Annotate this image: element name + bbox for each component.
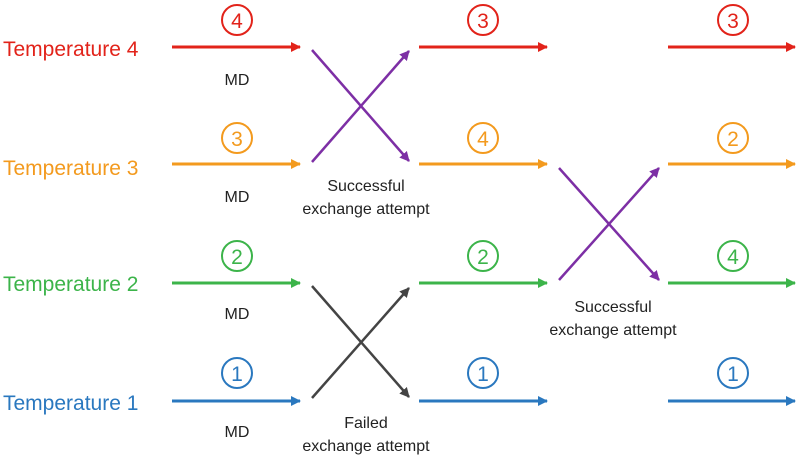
temperature-4-label: Temperature 4 [3, 38, 139, 61]
replica-4-circle [221, 4, 253, 36]
exchange-arrow [311, 50, 410, 163]
exchange-3-text-line2: exchange attempt [549, 322, 677, 339]
exchange-1-cross [311, 49, 410, 163]
replica-3-circle [717, 4, 749, 36]
column-3: 3 2 4 1 [668, 4, 796, 406]
exchange-2-text-line2: exchange attempt [302, 438, 430, 455]
replica-1-circle [717, 357, 749, 389]
replica-4-circle [717, 240, 749, 272]
exchange-1-text-line1: Successful [327, 178, 404, 195]
exchange-2-cross [311, 285, 410, 399]
replica-number: 4 [727, 246, 739, 269]
replica-2-circle [467, 240, 499, 272]
replica-4-circle [467, 122, 499, 154]
exchange-3-text-line1: Successful [574, 299, 651, 316]
replica-number: 2 [727, 128, 739, 151]
replica-number: 1 [477, 363, 489, 386]
exchange-3-cross [558, 167, 660, 281]
exchange-1-text-line2: exchange attempt [302, 201, 430, 218]
md-label: MD [225, 306, 250, 323]
replica-1-circle [221, 357, 253, 389]
replica-number: 3 [231, 128, 243, 151]
md-label: MD [225, 72, 250, 89]
replica-number: 2 [477, 246, 489, 269]
replica-number: 1 [727, 363, 739, 386]
column-1: 4 3 2 1 [172, 4, 301, 406]
temperature-3-label: Temperature 3 [3, 157, 138, 180]
md-label: MD [225, 424, 250, 441]
replica-number: 3 [727, 10, 739, 33]
temperature-1-label: Temperature 1 [3, 392, 138, 415]
exchange-arrow [558, 167, 660, 281]
replica-number: 3 [477, 10, 489, 33]
replica-2-circle [717, 122, 749, 154]
replica-number: 4 [231, 10, 243, 33]
exchange-arrow [311, 287, 410, 399]
replica-1-circle [467, 357, 499, 389]
replica-number: 2 [231, 246, 243, 269]
md-label: MD [225, 189, 250, 206]
temperature-2-label: Temperature 2 [3, 273, 138, 296]
replica-3-circle [221, 122, 253, 154]
replica-2-circle [221, 240, 253, 272]
replica-number: 4 [477, 128, 489, 151]
replica-3-circle [467, 4, 499, 36]
exchange-2-text-line1: Failed [344, 415, 388, 432]
column-2: 3 4 2 1 [419, 4, 548, 406]
replica-number: 1 [231, 363, 243, 386]
